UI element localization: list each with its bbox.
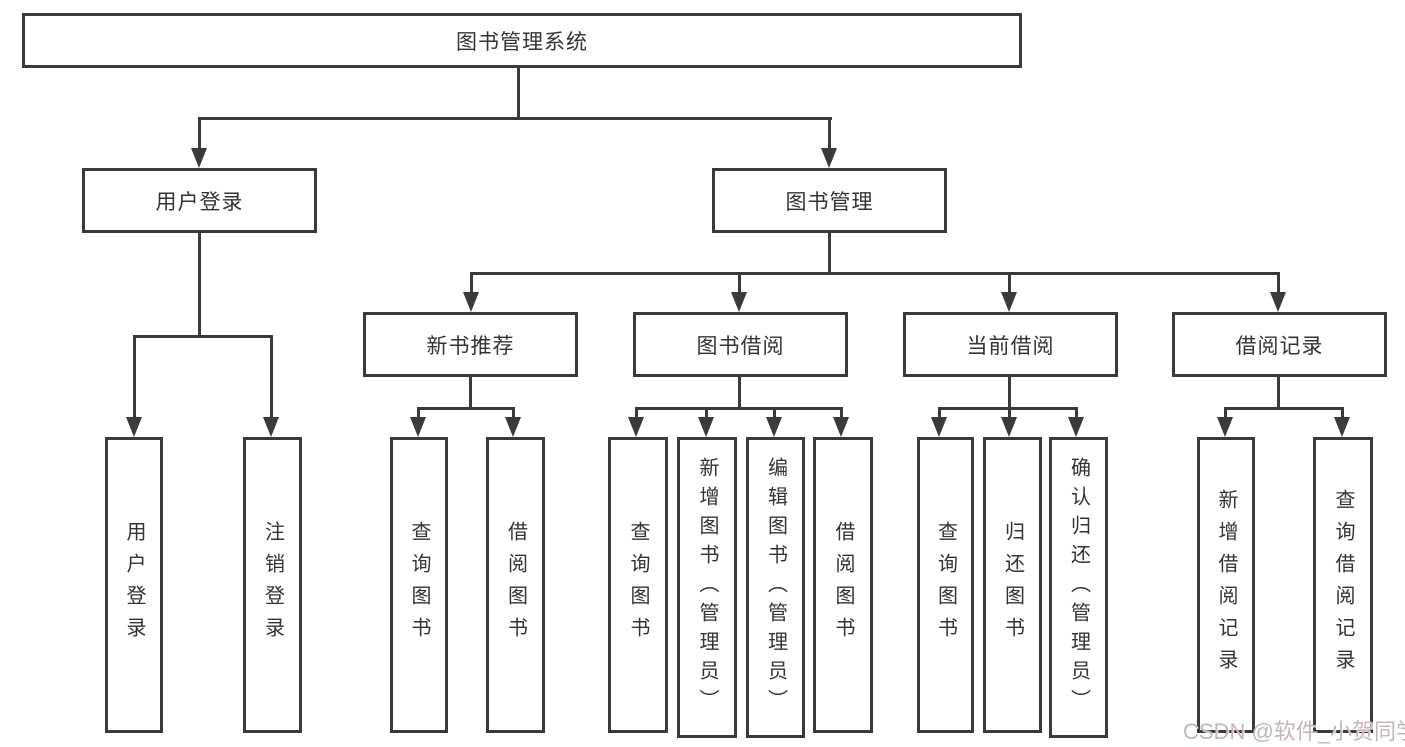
leaf-label: 新增图书（管理员） [696,457,718,718]
connector-line [705,407,708,419]
arrow-down-icon [1270,292,1286,312]
node-root: 图书管理系统 [22,13,1022,68]
connector-line [1277,272,1280,294]
leaf-return-book: 归还图书 [983,437,1042,733]
connector-line [1224,407,1227,419]
arrow-down-icon [1334,417,1350,437]
connector-line [828,117,831,150]
arrow-down-icon [1001,292,1017,312]
connector-line [517,68,520,120]
connector-line [417,407,515,410]
leaf-label: 确认归还（管理员） [1067,457,1090,718]
leaf-label: 用户登录 [123,521,145,649]
connector-line [198,117,832,120]
leaf-label: 借阅图书 [504,521,527,649]
leaf-edit-book-admin: 编辑图书（管理员） [746,437,805,738]
node-new-book-recommend-label: 新书推荐 [426,334,515,358]
leaf-query-books-recommend: 查询图书 [390,437,448,733]
leaf-logout: 注销登录 [243,437,302,733]
connector-line [938,407,941,419]
leaf-label: 编辑图书（管理员） [764,457,787,718]
leaf-label: 借阅图书 [832,521,854,649]
connector-line [1008,377,1011,410]
leaf-label: 查询图书 [934,521,957,649]
csdn-watermark: CSDN @软件_小贺同学 [1183,719,1405,744]
connector-line [1075,407,1078,419]
connector-line [1224,407,1344,410]
connector-line [470,272,473,294]
arrow-down-icon [1217,417,1233,437]
leaf-query-books-borrow: 查询图书 [608,437,668,733]
node-book-management-label: 图书管理 [785,190,874,214]
node-book-management: 图书管理 [712,168,947,233]
node-root-label: 图书管理系统 [456,30,588,54]
leaf-label: 新增借阅记录 [1215,489,1237,681]
connector-line [1008,407,1011,419]
arrow-down-icon [833,417,849,437]
arrow-down-icon [463,292,479,312]
node-new-book-recommend: 新书推荐 [363,312,578,377]
arrow-down-icon [698,417,714,437]
node-book-borrow: 图书借阅 [633,312,848,377]
node-current-borrow: 当前借阅 [903,312,1118,377]
connector-line [133,335,273,338]
connector-line [198,233,201,338]
leaf-label: 归还图书 [1001,521,1024,649]
arrow-down-icon [628,417,644,437]
connector-line [738,377,741,410]
leaf-label: 查询借阅记录 [1332,489,1354,681]
leaf-add-book-admin: 新增图书（管理员） [677,437,737,738]
arrow-down-icon [821,148,837,168]
connector-line [1008,272,1011,294]
connector-line [133,335,136,419]
leaf-label: 查询图书 [627,521,649,649]
leaf-confirm-return-admin: 确认归还（管理员） [1049,437,1108,738]
leaf-label: 注销登录 [261,521,284,649]
connector-line [1341,407,1344,419]
leaf-borrow-books: 借阅图书 [813,437,873,733]
connector-line [840,407,843,419]
leaf-query-borrow-record: 查询借阅记录 [1313,437,1373,733]
arrow-down-icon [263,417,279,437]
arrow-down-icon [931,417,947,437]
arrow-down-icon [1068,417,1084,437]
connector-line [635,407,843,410]
arrow-down-icon [126,417,142,437]
connector-line [512,407,515,419]
connector-line [470,272,1280,275]
arrow-down-icon [505,417,521,437]
node-user-login: 用户登录 [82,168,317,233]
connector-line [828,233,831,275]
node-current-borrow-label: 当前借阅 [966,334,1055,358]
leaf-label: 查询图书 [408,521,430,649]
connector-line [417,407,420,419]
connector-line [198,117,201,150]
node-book-borrow-label: 图书借阅 [696,334,785,358]
leaf-user-login: 用户登录 [105,437,163,733]
arrow-down-icon [410,417,426,437]
arrow-down-icon [731,292,747,312]
connector-line [1277,377,1280,410]
leaf-query-books-current: 查询图书 [917,437,974,733]
arrow-down-icon [1001,417,1017,437]
node-borrow-records: 借阅记录 [1172,312,1387,377]
arrow-down-icon [191,148,207,168]
leaf-borrow-books-recommend: 借阅图书 [486,437,545,733]
connector-line [738,272,741,294]
connector-line [773,407,776,419]
leaf-add-borrow-record: 新增借阅记录 [1197,437,1255,733]
arrow-down-icon [766,417,782,437]
node-user-login-label: 用户登录 [155,190,244,214]
node-borrow-records-label: 借阅记录 [1235,334,1324,358]
connector-line [635,407,638,419]
connector-line [469,377,472,410]
connector-line [270,335,273,419]
